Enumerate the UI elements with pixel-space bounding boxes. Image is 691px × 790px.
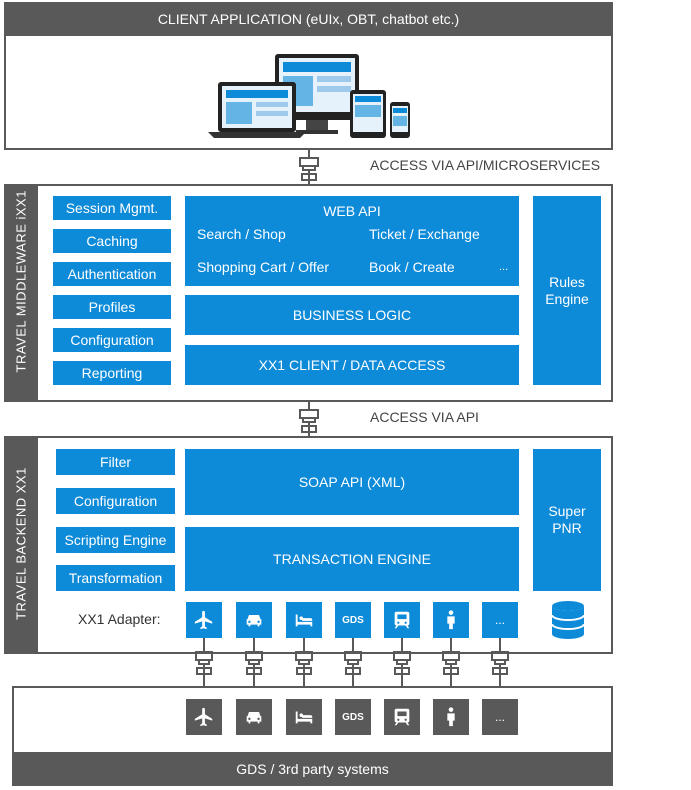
super-pnr-box: Super PNR (533, 449, 601, 591)
adapter-connectors (180, 638, 525, 698)
adapter-hotel-bed-icon (286, 602, 322, 638)
system-train-icon (384, 699, 420, 735)
client-application-header: CLIENT APPLICATION (eUIx, OBT, chatbot e… (4, 2, 613, 36)
system-car-icon (236, 699, 272, 735)
adapter-label: XX1 Adapter: (78, 611, 161, 627)
adapter-person-icon (433, 602, 469, 638)
middleware-item-caching: Caching (53, 229, 171, 253)
system-person-icon (433, 699, 469, 735)
middleware-side-band (4, 184, 38, 402)
web-api-search-shop: Search / Shop (197, 226, 286, 242)
connector-api-1 (294, 150, 324, 184)
client-application-title: CLIENT APPLICATION (eUIx, OBT, chatbot e… (157, 11, 460, 27)
backend-item-scripting-engine: Scripting Engine (56, 527, 175, 553)
transaction-engine-box: TRANSACTION ENGINE (185, 527, 519, 591)
adapter-more: ... (482, 602, 518, 638)
backend-item-filter: Filter (56, 449, 175, 475)
travel-middleware-label: TRAVEL MIDDLEWARE iXX1 (13, 190, 29, 373)
web-api-title: WEB API (323, 203, 381, 219)
adapter-car-icon (236, 602, 272, 638)
middleware-item-authentication: Authentication (53, 262, 171, 286)
database-icon (550, 600, 586, 640)
system-plane-icon (186, 699, 222, 735)
backend-side-band (4, 436, 38, 654)
web-api-box: WEB API Search / Shop Ticket / Exchange … (185, 196, 519, 286)
rules-engine-box: Rules Engine (533, 196, 601, 385)
travel-backend-label: TRAVEL BACKEND XX1 (13, 467, 29, 620)
middleware-item-session: Session Mgmt. (53, 196, 171, 220)
connector-api-2 (294, 402, 324, 436)
system-gds: GDS (335, 699, 371, 735)
middleware-item-configuration: Configuration (53, 328, 171, 352)
adapter-train-icon (384, 602, 420, 638)
web-api-shopping-cart: Shopping Cart / Offer (197, 259, 330, 275)
backend-item-configuration: Configuration (56, 488, 175, 514)
access-via-api: ACCESS VIA API (370, 409, 479, 425)
third-party-systems-title: GDS / 3rd party systems (236, 761, 389, 777)
devices-illustration (208, 52, 413, 140)
web-api-book-create: Book / Create (369, 259, 455, 275)
client-data-access-box: XX1 CLIENT / DATA ACCESS (185, 345, 519, 385)
backend-item-transformation: Transformation (56, 565, 175, 591)
system-more: ... (482, 699, 518, 735)
web-api-more: ... (499, 261, 509, 273)
system-hotel-bed-icon (286, 699, 322, 735)
adapter-gds: GDS (335, 602, 371, 638)
middleware-item-reporting: Reporting (53, 361, 171, 385)
web-api-ticket-exchange: Ticket / Exchange (369, 226, 480, 242)
third-party-systems-footer: GDS / 3rd party systems (12, 752, 613, 786)
business-logic-box: BUSINESS LOGIC (185, 295, 519, 335)
adapter-plane-icon (186, 602, 222, 638)
soap-api-box: SOAP API (XML) (185, 449, 519, 515)
middleware-item-profiles: Profiles (53, 295, 171, 319)
access-via-api-microservices: ACCESS VIA API/MICROSERVICES (370, 157, 601, 173)
